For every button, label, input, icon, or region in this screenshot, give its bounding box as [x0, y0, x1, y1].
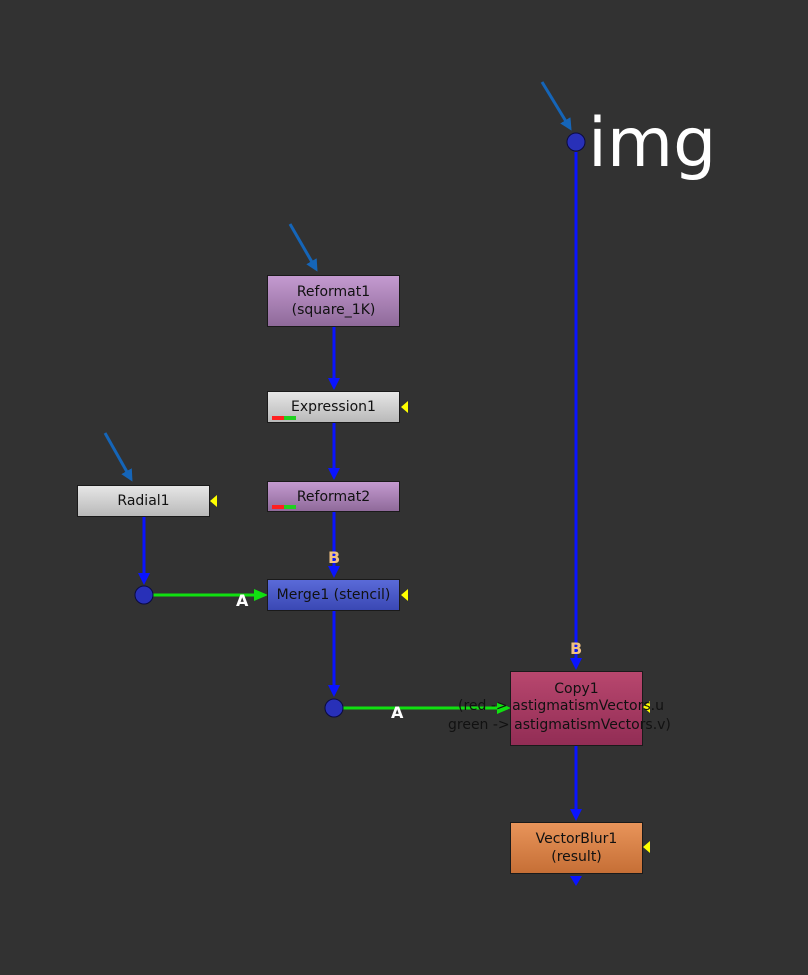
node-reformat1-label: Reformat1: [296, 284, 371, 300]
node-vectorblur1-label: VectorBlur1: [535, 831, 618, 847]
dot-node-img[interactable]: [566, 132, 586, 152]
node-reformat1[interactable]: Reformat1 (square_1K): [267, 275, 400, 327]
merge1-input-a-label: A: [236, 591, 249, 610]
node-expression1[interactable]: Expression1: [267, 391, 400, 423]
node-reformat2-label: Reformat2: [296, 488, 371, 505]
node-merge1[interactable]: Merge1 (stencil): [267, 579, 400, 611]
dot-node-merge[interactable]: [324, 698, 344, 718]
node-reformat2[interactable]: Reformat2: [267, 481, 400, 512]
expression1-indicator-icon: [401, 401, 408, 413]
dot-node-radial[interactable]: [134, 585, 154, 605]
node-expression1-label: Expression1: [291, 399, 376, 415]
img-input-arrow[interactable]: [540, 81, 572, 131]
radial1-input-arrow[interactable]: [103, 432, 133, 482]
copy1-input-b-label: B: [570, 639, 583, 658]
node-copy1[interactable]: Copy1: [510, 671, 643, 746]
node-merge1-label: Merge1 (stencil): [276, 587, 391, 603]
mask-channel-indicator: [272, 416, 296, 420]
radial1-indicator-icon: [210, 495, 217, 507]
merge1-input-b-label: B: [328, 548, 341, 567]
vectorblur1-indicator-icon: [643, 841, 650, 853]
copy1-input-a-label: A: [391, 703, 404, 722]
reformat1-input-arrow[interactable]: [288, 223, 318, 272]
mask-channel-indicator: [272, 505, 296, 509]
vectorblur1-output-arrow: [570, 876, 582, 886]
node-vectorblur1-sublabel: (result): [551, 849, 602, 865]
node-copy1-mapping-red: (red -> astigmatismVectors.u: [458, 698, 664, 714]
node-reformat1-sublabel: (square_1K): [291, 302, 376, 318]
copy1-indicator-icon: [643, 701, 650, 713]
sticky-note-img[interactable]: img: [588, 104, 717, 183]
node-radial1-label: Radial1: [117, 493, 170, 509]
node-copy1-mapping-green: green -> astigmatismVectors.v): [448, 717, 671, 733]
node-vectorblur1[interactable]: VectorBlur1 (result): [510, 822, 643, 874]
merge1-indicator-icon: [401, 589, 408, 601]
node-copy1-label: Copy1: [554, 681, 599, 697]
node-radial1[interactable]: Radial1: [77, 485, 210, 517]
